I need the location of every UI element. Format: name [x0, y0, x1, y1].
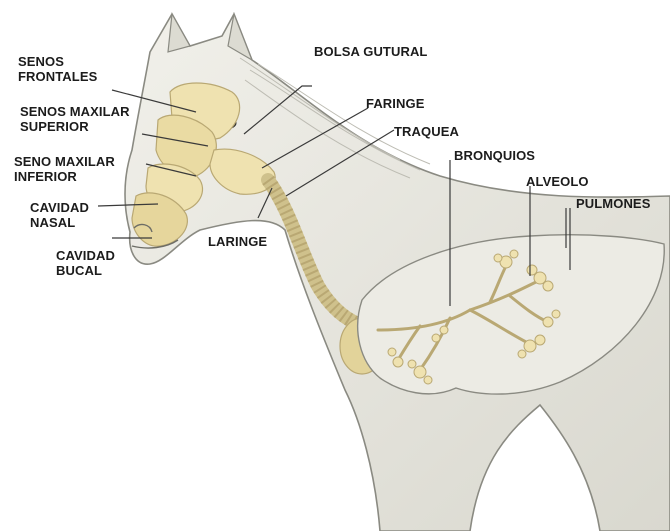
label-pulmones: PULMONES	[576, 196, 650, 211]
label-bronquios: BRONQUIOS	[454, 148, 535, 163]
label-laringe: LARINGE	[208, 234, 267, 249]
label-cavidad-nasal: CAVIDAD NASAL	[30, 200, 89, 230]
label-cavidad-bucal-line1: CAVIDAD	[56, 248, 115, 263]
label-senos-frontales-line2: FRONTALES	[18, 69, 97, 84]
label-faringe: FARINGE	[366, 96, 424, 111]
label-seno-maxilar-inferior: SENO MAXILAR INFERIOR	[14, 154, 115, 184]
label-alveolo: ALVEOLO	[526, 174, 589, 189]
ear-left	[168, 14, 190, 52]
label-senos-frontales: SENOS FRONTALES	[18, 54, 97, 84]
label-senos-frontales-line1: SENOS	[18, 54, 97, 69]
label-senos-maxilar-superior-line1: SENOS MAXILAR	[20, 104, 130, 119]
label-seno-maxilar-inferior-line2: INFERIOR	[14, 169, 115, 184]
label-cavidad-nasal-line1: CAVIDAD	[30, 200, 89, 215]
label-bolsa-gutural: BOLSA GUTURAL	[314, 44, 427, 59]
label-seno-maxilar-inferior-line1: SENO MAXILAR	[14, 154, 115, 169]
label-cavidad-bucal: CAVIDAD BUCAL	[56, 248, 115, 278]
label-traquea: TRAQUEA	[394, 124, 459, 139]
label-cavidad-bucal-line2: BUCAL	[56, 263, 115, 278]
label-senos-maxilar-superior-line2: SUPERIOR	[20, 119, 130, 134]
label-cavidad-nasal-line2: NASAL	[30, 215, 89, 230]
label-senos-maxilar-superior: SENOS MAXILAR SUPERIOR	[20, 104, 130, 134]
